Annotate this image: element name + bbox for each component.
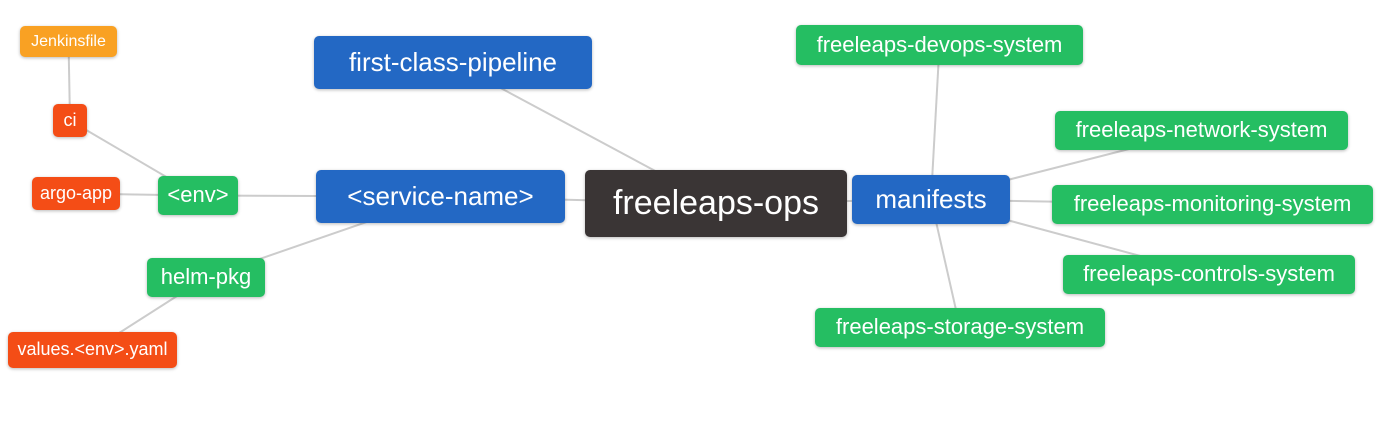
node-values-env-yaml[interactable]: values.<env>.yaml: [8, 332, 177, 368]
node-freeleaps-storage-system[interactable]: freeleaps-storage-system: [815, 308, 1105, 347]
node-first-class-pipeline[interactable]: first-class-pipeline: [314, 36, 592, 89]
node-ci[interactable]: ci: [53, 104, 87, 137]
node-helm-pkg[interactable]: helm-pkg: [147, 258, 265, 297]
node-jenkinsfile[interactable]: Jenkinsfile: [20, 26, 117, 57]
node-freeleaps-monitoring-system[interactable]: freeleaps-monitoring-system: [1052, 185, 1373, 224]
node-freeleaps-ops[interactable]: freeleaps-ops: [585, 170, 847, 237]
edge-manifests--freeleaps-devops-system: [930, 44, 941, 200]
node-manifests[interactable]: manifests: [852, 175, 1010, 224]
node-env[interactable]: <env>: [158, 176, 238, 215]
node-argo-app[interactable]: argo-app: [32, 177, 120, 210]
node-freeleaps-devops-system[interactable]: freeleaps-devops-system: [796, 25, 1083, 65]
node-freeleaps-network-system[interactable]: freeleaps-network-system: [1055, 111, 1348, 150]
node-freeleaps-controls-system[interactable]: freeleaps-controls-system: [1063, 255, 1355, 294]
node-service-name[interactable]: <service-name>: [316, 170, 565, 223]
